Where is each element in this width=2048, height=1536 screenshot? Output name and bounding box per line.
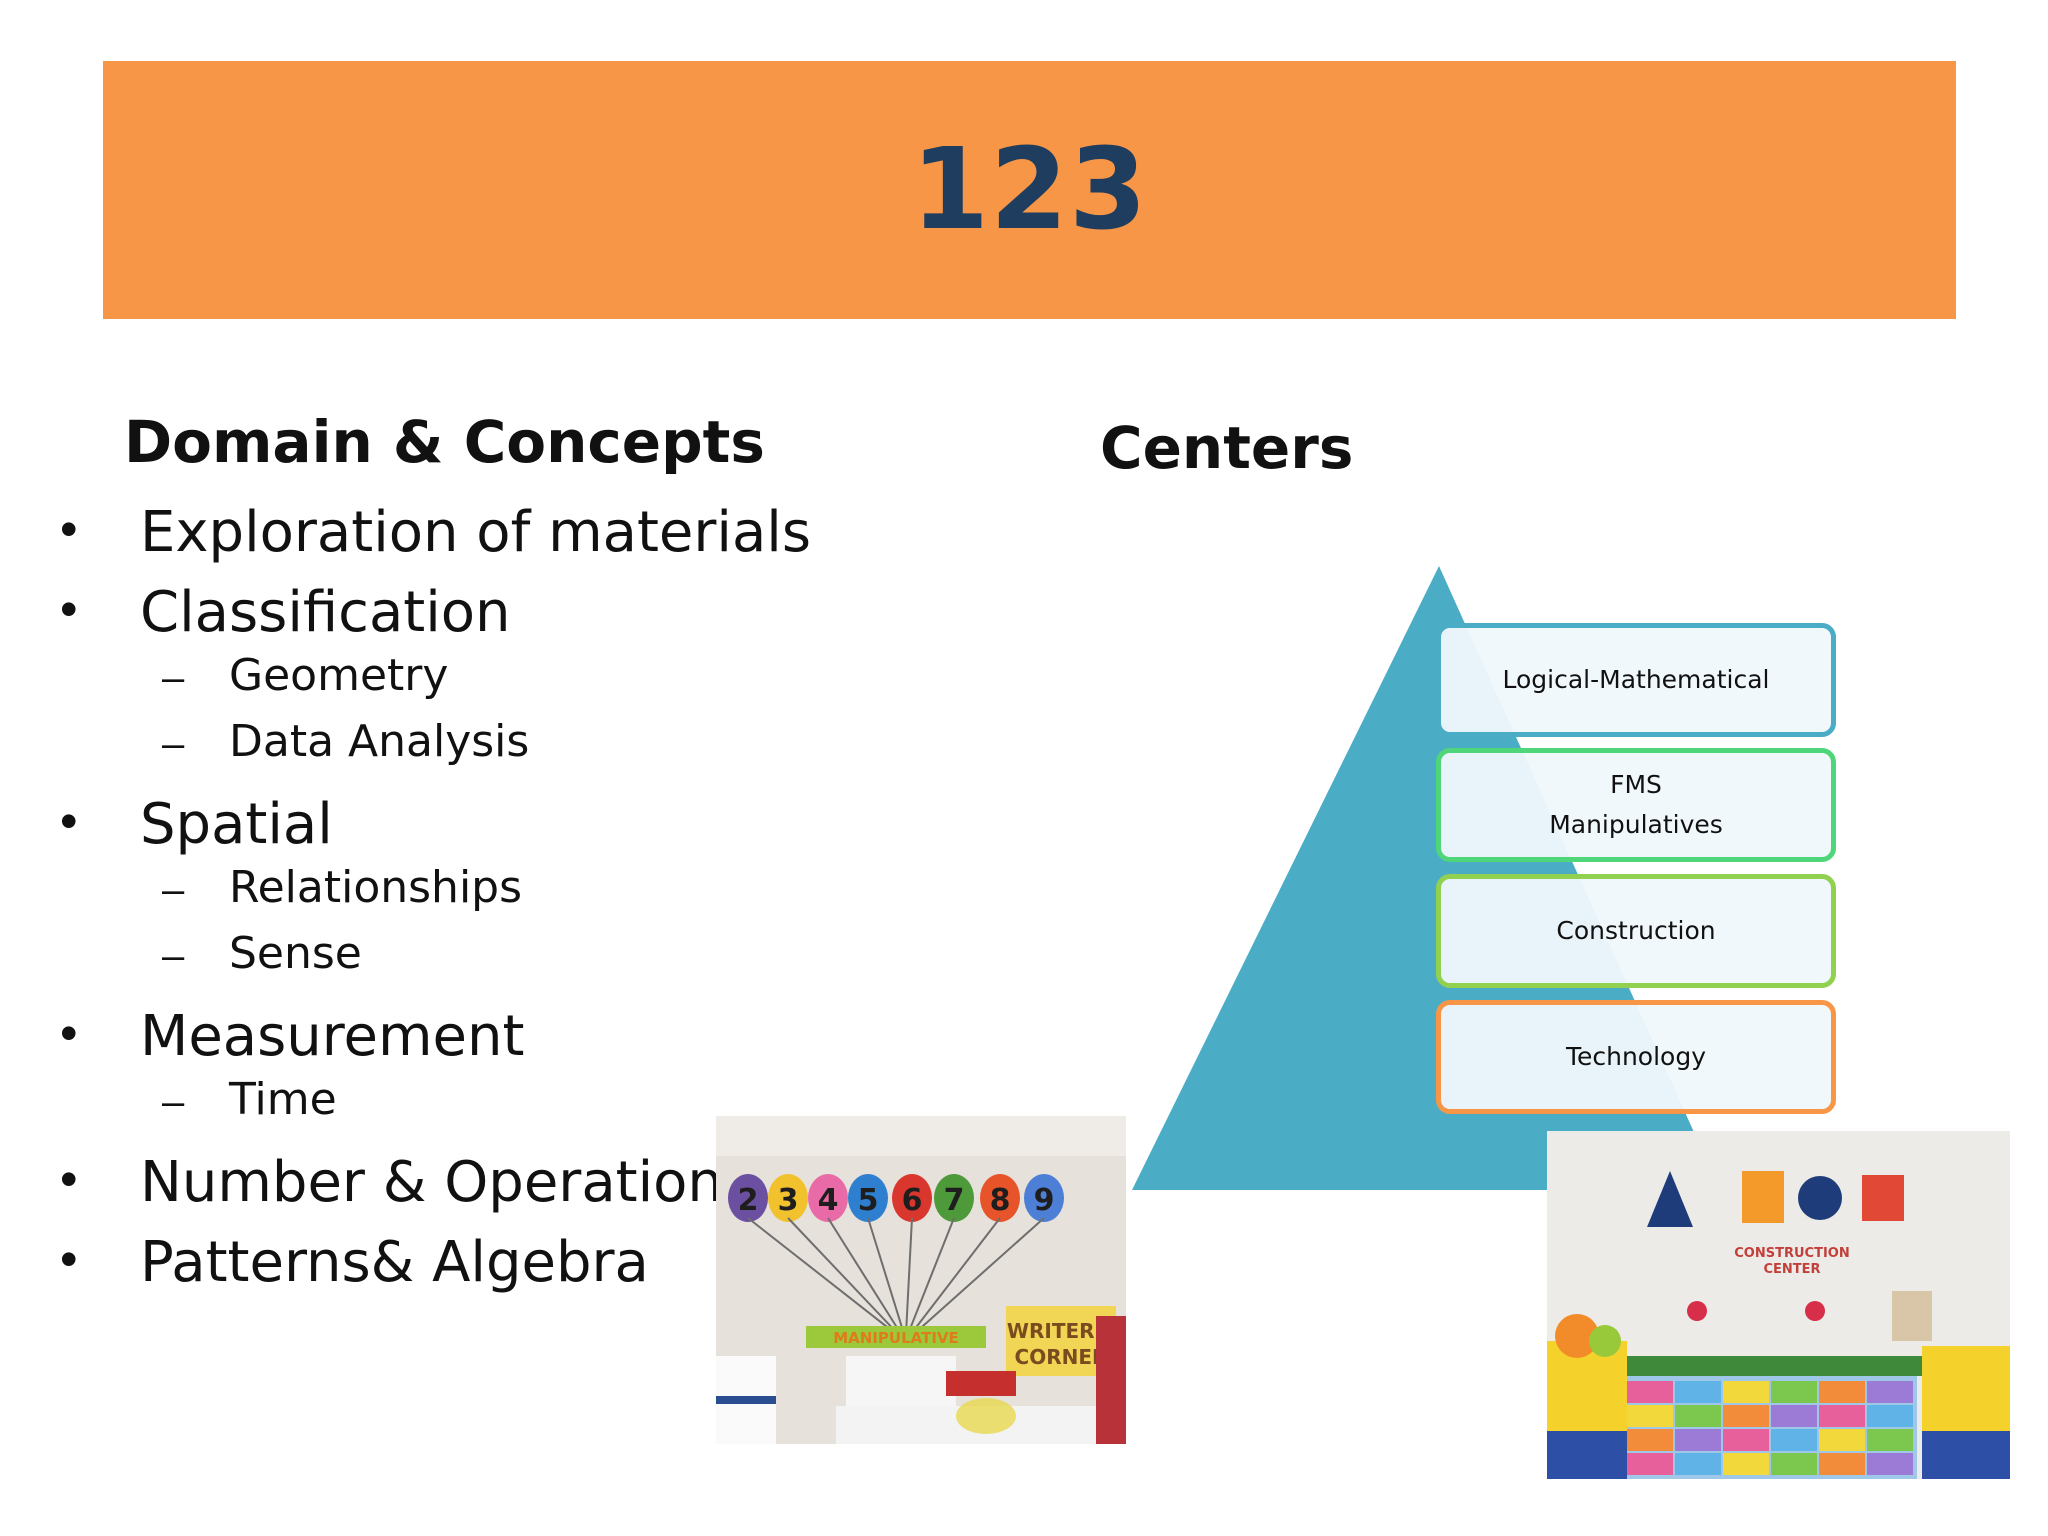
center-label: Construction (1556, 916, 1716, 945)
floor-mat-tile (1867, 1453, 1913, 1475)
number-balloon (892, 1174, 932, 1222)
floor-mat-tile (1675, 1405, 1721, 1427)
item-text: Spatial (140, 792, 333, 857)
title-banner: 123 (103, 61, 1956, 319)
bullet-marker: • (60, 581, 78, 637)
floor-mats (1627, 1381, 1913, 1475)
domain-concepts-heading: Domain & Concepts (124, 408, 765, 476)
floor-mat-tile (1627, 1381, 1673, 1403)
balloon-number: 7 (944, 1183, 965, 1218)
floor-mat-tile (1771, 1405, 1817, 1427)
item-text: Patterns& Algebra (140, 1230, 649, 1295)
floor-mat-tile (1723, 1453, 1769, 1475)
number-balloon (848, 1174, 888, 1222)
bullet-marker: • (60, 1151, 78, 1207)
bullet-marker: • (60, 1231, 78, 1287)
balloon-number: 6 (902, 1183, 923, 1218)
floor-mat-tile (1867, 1429, 1913, 1451)
item-text: Classification (140, 580, 511, 645)
center-tier: Construction (1436, 874, 1836, 988)
dash-marker: – (162, 722, 185, 766)
item-text: Geometry (229, 650, 449, 701)
dash-marker: – (162, 1080, 185, 1124)
number-balloon (980, 1174, 1020, 1222)
number-balloon (768, 1174, 808, 1222)
floor-mat-tile (1867, 1405, 1913, 1427)
floor-mat-tile (1723, 1381, 1769, 1403)
floor-mat-tile (1819, 1405, 1865, 1427)
floor-mat-tile (1771, 1453, 1817, 1475)
item-text: Number & Operations (140, 1150, 753, 1215)
floor-mat-tile (1819, 1381, 1865, 1403)
item-text: Measurement (140, 1004, 525, 1069)
balloon-number: 4 (818, 1183, 839, 1218)
floor-mat-tile (1771, 1429, 1817, 1451)
center-label: Logical-Mathematical (1502, 665, 1770, 694)
item-text: Data Analysis (229, 716, 530, 767)
floor-mat-tile (1675, 1429, 1721, 1451)
floor-mat-tile (1627, 1429, 1673, 1451)
number-balloon (728, 1174, 768, 1222)
floor-mat-tile (1819, 1453, 1865, 1475)
number-balloon (934, 1174, 974, 1222)
number-balloon (1024, 1174, 1064, 1222)
floor-mat-tile (1867, 1381, 1913, 1403)
construction-center-photo: CONSTRUCTION CENTER (1547, 1131, 2010, 1479)
bullet-marker: • (60, 793, 78, 849)
balloon-number: 8 (990, 1183, 1011, 1218)
center-label: Manipulatives (1549, 810, 1723, 839)
bullet-marker: • (60, 1005, 78, 1061)
construction-sign-line1: CONSTRUCTION (1734, 1246, 1849, 1261)
dash-marker: – (162, 934, 185, 978)
construction-sign-line2: CENTER (1763, 1262, 1820, 1277)
balloon-number: 2 (738, 1183, 759, 1218)
center-tier: Technology (1436, 1000, 1836, 1114)
center-tier: FMS Manipulatives (1436, 748, 1836, 862)
floor-mat-tile (1627, 1405, 1673, 1427)
balloon-number: 9 (1034, 1183, 1055, 1218)
center-label: FMS (1610, 770, 1662, 799)
slide-title: 123 (911, 125, 1148, 255)
floor-mat-tile (1675, 1381, 1721, 1403)
balloon-number: 5 (858, 1183, 879, 1218)
bullet-marker: • (60, 501, 78, 557)
item-text: Exploration of materials (140, 500, 811, 565)
center-label: Technology (1565, 1042, 1707, 1071)
manipulative-sign: MANIPULATIVE (833, 1329, 959, 1347)
floor-mat-tile (1819, 1429, 1865, 1451)
floor-mat-tile (1723, 1405, 1769, 1427)
number-balloon (808, 1174, 848, 1222)
floor-mat-tile (1627, 1453, 1673, 1475)
floor-mat-tile (1675, 1453, 1721, 1475)
dash-marker: – (162, 868, 185, 912)
item-text: Sense (229, 928, 362, 979)
item-text: Relationships (229, 862, 523, 913)
centers-heading: Centers (1100, 414, 1354, 482)
item-text: Time (229, 1074, 337, 1125)
floor-mat-tile (1771, 1381, 1817, 1403)
center-tier: Logical-Mathematical (1436, 623, 1836, 737)
dash-marker: – (162, 656, 185, 700)
svg-text:CORNER: CORNER (1015, 1345, 1108, 1369)
balloon-number: 3 (778, 1183, 799, 1218)
floor-mat-tile (1723, 1429, 1769, 1451)
